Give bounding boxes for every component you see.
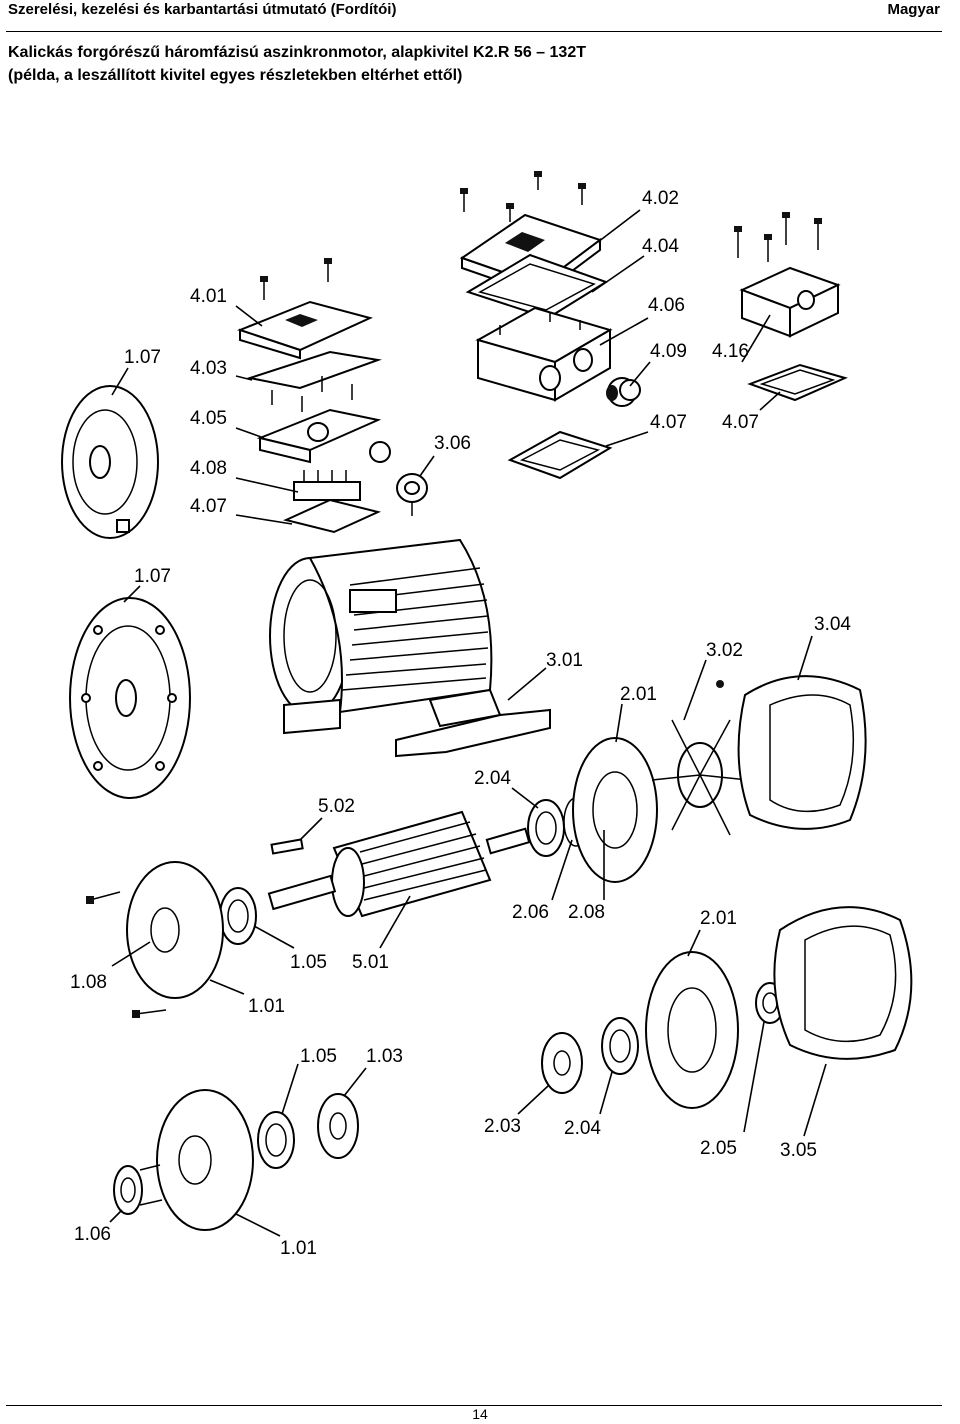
label-4-04: 4.04 (642, 236, 679, 257)
label-2-01-lower: 2.01 (700, 908, 737, 929)
document-header-title: Szerelési, kezelési és karbantartási útm… (8, 1, 397, 18)
label-1-07-upper: 1.07 (124, 347, 161, 368)
label-2-03: 2.03 (484, 1116, 521, 1137)
gasket-4-07-left (282, 498, 382, 534)
label-4-07-mid: 4.07 (650, 412, 687, 433)
flange-endshield-1-07-large (69, 597, 191, 799)
endshield-1-01-upper (86, 861, 224, 1018)
label-3-01: 3.01 (546, 650, 583, 671)
label-5-01: 5.01 (352, 952, 389, 973)
fan-cowl-3-04 (737, 675, 867, 830)
label-4-08: 4.08 (190, 458, 227, 479)
label-2-01-upper: 2.01 (620, 684, 657, 705)
label-5-02: 5.02 (318, 796, 355, 817)
label-3-04: 3.04 (814, 614, 851, 635)
cover-screws (460, 171, 586, 222)
disc-1-03 (317, 1093, 359, 1159)
terminal-box-4-06 (475, 306, 613, 402)
label-4-09: 4.09 (650, 341, 687, 362)
terminal-cover-4-01 (237, 258, 373, 360)
label-1-05-lower: 1.05 (300, 1046, 337, 1067)
label-2-08: 2.08 (568, 902, 605, 923)
label-2-04-upper: 2.04 (474, 768, 511, 789)
label-1-01-lower: 1.01 (280, 1238, 317, 1259)
label-4-05: 4.05 (190, 408, 227, 429)
rotor-5-01 (267, 810, 531, 918)
terminal-board-4-08 (293, 470, 361, 501)
gasket-4-03 (246, 350, 382, 390)
label-4-07-left: 4.07 (190, 496, 227, 517)
label-1-06: 1.06 (74, 1224, 111, 1245)
stator-housing-3-01 (269, 538, 551, 758)
gasket-4-07-upper (507, 430, 613, 480)
flange-endshield-1-07-small (61, 385, 159, 539)
label-2-06: 2.06 (512, 902, 549, 923)
gasket-4-07-right (747, 363, 848, 402)
bearing-2-04-upper (527, 799, 565, 857)
cover-disc-2-03 (541, 1032, 583, 1094)
key-5-02 (270, 838, 304, 855)
seal-1-06 (113, 1164, 163, 1215)
label-1-01-upper: 1.01 (248, 996, 285, 1017)
page-number: 14 (472, 1406, 488, 1422)
label-4-01: 4.01 (190, 286, 227, 307)
label-4-16: 4.16 (712, 341, 749, 362)
title-line-2: (példa, a leszállított kivitel egyes rés… (8, 67, 463, 84)
header-divider (6, 31, 942, 32)
label-3-06: 3.06 (434, 433, 471, 454)
label-2-05: 2.05 (700, 1138, 737, 1159)
label-4-07-right: 4.07 (722, 412, 759, 433)
label-2-04-lower: 2.04 (564, 1118, 601, 1139)
label-1-07-lower: 1.07 (134, 566, 171, 587)
label-1-03: 1.03 (366, 1046, 403, 1067)
label-3-02: 3.02 (706, 640, 743, 661)
fan-cowl-3-05 (773, 906, 913, 1060)
label-4-03: 4.03 (190, 358, 227, 379)
label-3-05: 3.05 (780, 1140, 817, 1161)
bearing-1-05-upper (219, 887, 257, 945)
footer-divider (6, 1405, 942, 1406)
label-4-06: 4.06 (648, 295, 685, 316)
document-language: Magyar (887, 1, 940, 18)
label-1-08: 1.08 (70, 972, 107, 993)
title-line-1: Kalickás forgórészű háromfázisú aszinkro… (8, 44, 586, 61)
label-4-02: 4.02 (642, 188, 679, 209)
part-labels: 4.02 4.04 4.01 4.06 1.07 4.03 4.09 4.16 … (70, 188, 851, 1259)
terminal-box-4-16 (734, 212, 841, 338)
terminal-frame-4-05 (256, 376, 391, 464)
fan-3-02 (651, 680, 749, 836)
leader-lines (109, 209, 827, 1237)
bearing-1-05-lower (257, 1111, 295, 1169)
endshield-2-01-lower (645, 951, 739, 1109)
bearing-2-04-lower (601, 1017, 639, 1075)
endshield-2-01-upper (572, 737, 658, 883)
eye-bolt-3-06 (396, 473, 428, 516)
page-title: Kalickás forgórészű háromfázisú aszinkro… (8, 41, 586, 87)
label-1-05-upper: 1.05 (290, 952, 327, 973)
endshield-1-01-lower (156, 1089, 254, 1231)
cable-gland-4-09 (606, 377, 641, 407)
